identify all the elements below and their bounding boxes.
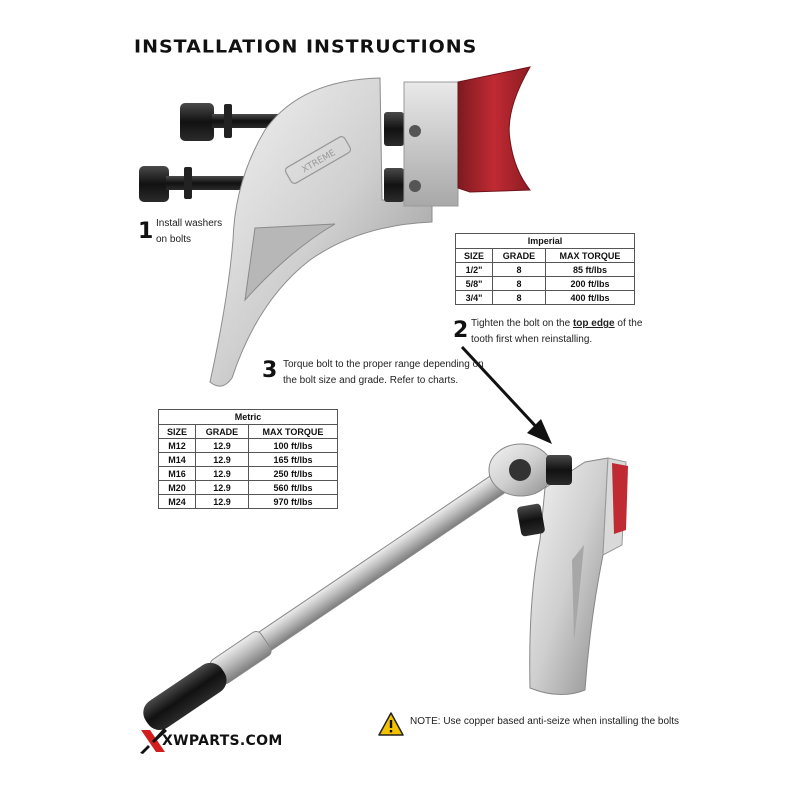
step-3-line1: Torque bolt to the proper range dependin…: [283, 359, 484, 370]
table-cell: 12.9: [194, 466, 249, 481]
red-tooth-block: [457, 66, 532, 193]
column-header: MAX TORQUE: [247, 424, 339, 439]
table-row: 5/8" 8 200 ft/lbs: [455, 276, 636, 291]
warning-icon: [378, 712, 404, 736]
table-row: M12 12.9 100 ft/lbs: [158, 438, 339, 453]
table-cell: 8: [491, 262, 546, 277]
table-cell: M14: [158, 452, 196, 467]
table-cell: 8: [491, 290, 546, 305]
step-2-emphasis: top edge: [572, 318, 615, 329]
step-2-line2: tooth first when reinstalling.: [471, 334, 593, 345]
table-cell: 1/2": [455, 262, 493, 277]
step-3-line2: the bolt size and grade. Refer to charts…: [283, 375, 459, 386]
step-number: 2: [453, 318, 469, 343]
table-header-row: SIZE GRADE MAX TORQUE: [455, 248, 636, 263]
table-row: M16 12.9 250 ft/lbs: [158, 466, 339, 481]
torque-wrench-scene: [143, 443, 628, 730]
table-cell: 12.9: [194, 480, 249, 495]
table-row: 1/2" 8 85 ft/lbs: [455, 262, 636, 277]
table-row: M14 12.9 165 ft/lbs: [158, 452, 339, 467]
anti-seize-note: NOTE: Use copper based anti-seize when i…: [378, 712, 698, 736]
table-cell: M16: [158, 466, 196, 481]
column-header: SIZE: [158, 424, 196, 439]
column-header: GRADE: [491, 248, 546, 263]
table-cell: M20: [158, 480, 196, 495]
step-3: 3 Torque bolt to the proper range depend…: [262, 358, 502, 394]
step-number: 3: [262, 358, 278, 383]
arrow-to-wrench: [460, 345, 552, 444]
table-caption: Imperial: [455, 233, 635, 249]
table-cell: 85 ft/lbs: [544, 262, 636, 277]
table-row: M24 12.9 970 ft/lbs: [158, 494, 339, 509]
step-2-text-before: Tighten the bolt on the: [471, 318, 573, 329]
imperial-torque-table: Imperial SIZE GRADE MAX TORQUE 1/2" 8 85…: [455, 233, 636, 305]
table-cell: 12.9: [194, 452, 249, 467]
metric-torque-table: Metric SIZE GRADE MAX TORQUE M12 12.9 10…: [158, 409, 339, 509]
table-cell: 400 ft/lbs: [544, 290, 636, 305]
column-header: SIZE: [455, 248, 493, 263]
table-cell: 165 ft/lbs: [247, 452, 339, 467]
step-2: 2 Tighten the bolt on the top edge of th…: [453, 318, 653, 354]
bolt-lower: [139, 166, 248, 202]
page-title: INSTALLATION INSTRUCTIONS: [134, 36, 478, 58]
logo-text: XWPARTS.COM: [162, 733, 283, 749]
table-cell: M24: [158, 494, 196, 509]
table-cell: 3/4": [455, 290, 493, 305]
table-cell: 560 ft/lbs: [247, 480, 339, 495]
table-caption: Metric: [158, 409, 338, 425]
table-cell: 970 ft/lbs: [247, 494, 339, 509]
table-cell: 200 ft/lbs: [544, 276, 636, 291]
table-header-row: SIZE GRADE MAX TORQUE: [158, 424, 339, 439]
xwparts-logo: XWPARTS.COM: [138, 727, 282, 755]
table-cell: 100 ft/lbs: [247, 438, 339, 453]
x-logo-mark: [140, 728, 167, 754]
step-1: 1 Install washers on bolts: [138, 218, 278, 259]
bolt-upper: [180, 103, 290, 141]
step-1-line1: Install washers: [156, 218, 223, 229]
column-header: GRADE: [194, 424, 249, 439]
table-cell: 250 ft/lbs: [247, 466, 339, 481]
tooth-assembly-exploded: XTREME: [139, 66, 532, 387]
table-row: 3/4" 8 400 ft/lbs: [455, 290, 636, 305]
table-cell: M12: [158, 438, 196, 453]
column-header: MAX TORQUE: [544, 248, 636, 263]
table-cell: 5/8": [455, 276, 493, 291]
table-cell: 12.9: [194, 494, 249, 509]
step-1-line2: on bolts: [156, 234, 192, 245]
table-row: M20 12.9 560 ft/lbs: [158, 480, 339, 495]
step-number: 1: [138, 219, 154, 244]
step-2-text-after: of the: [614, 318, 643, 329]
table-cell: 8: [491, 276, 546, 291]
table-cell: 12.9: [194, 438, 249, 453]
note-text: NOTE: Use copper based anti-seize when i…: [410, 716, 680, 727]
